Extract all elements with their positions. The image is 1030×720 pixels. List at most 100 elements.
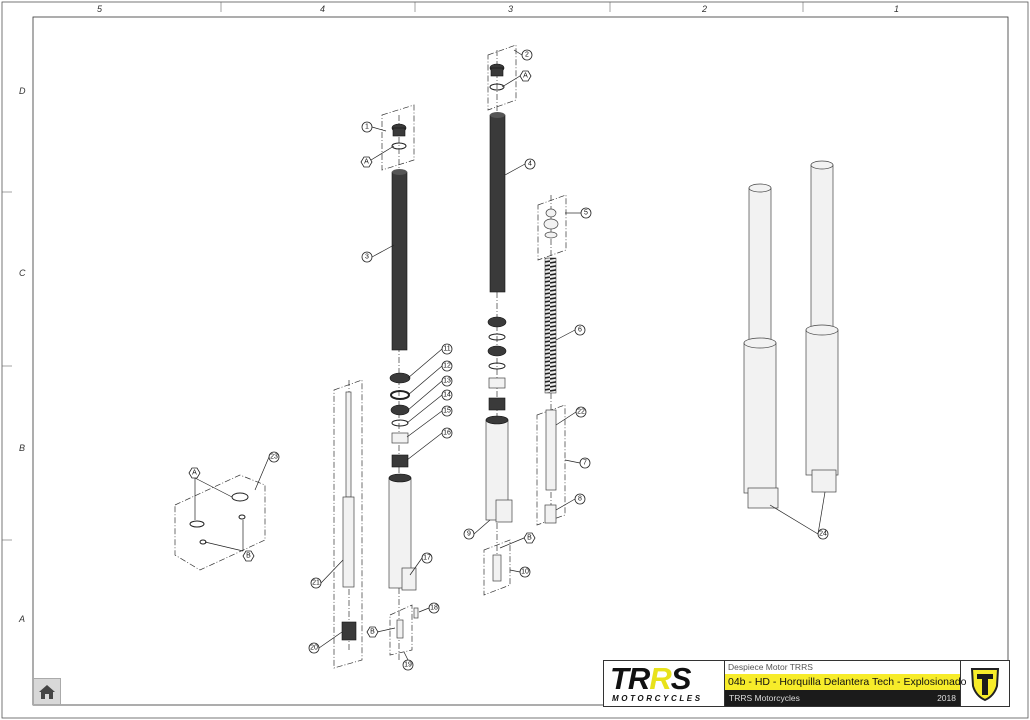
callout-3: 3: [361, 251, 373, 263]
trrs-logo: TRRS MOTORCYCLES: [604, 661, 725, 706]
svg-text:15: 15: [443, 408, 451, 415]
drawing-title: 04b - HD - Horquilla Delantera Tech - Ex…: [725, 674, 967, 690]
fork-tube-right: [489, 112, 506, 293]
svg-text:10: 10: [521, 569, 529, 576]
svg-text:8: 8: [578, 496, 582, 503]
svg-text:21: 21: [312, 580, 320, 587]
svg-text:B: B: [246, 553, 251, 560]
callout-23: 23: [268, 451, 280, 463]
inner-frame: [32, 16, 1009, 706]
svg-text:11: 11: [443, 346, 450, 353]
assembled-forks: [743, 160, 839, 509]
svg-text:19: 19: [404, 662, 412, 669]
callout-11: 11: [441, 343, 453, 355]
callout-4: 4: [524, 158, 536, 170]
row-label: A: [18, 614, 25, 624]
callout-18: 18: [428, 602, 440, 614]
svg-text:B: B: [527, 535, 532, 542]
column-label: 3: [508, 4, 513, 14]
callout-10: 10: [519, 566, 531, 578]
callout-5: 5: [580, 207, 592, 219]
row-label: C: [19, 268, 26, 278]
svg-text:24: 24: [819, 531, 827, 538]
callout-15: 15: [441, 405, 453, 417]
svg-text:1: 1: [365, 124, 369, 131]
callout-24: 24: [817, 528, 829, 540]
orings-23: [189, 492, 249, 545]
fork-cap-left: [391, 123, 407, 150]
svg-text:2: 2: [525, 52, 529, 59]
svg-text:B: B: [370, 629, 375, 636]
drawing-subtitle: Despiece Motor TRRS: [728, 662, 813, 672]
shield-logo-icon: [970, 667, 1000, 701]
callout-16: 16: [441, 427, 453, 439]
svg-text:12: 12: [443, 363, 451, 370]
callout-20: 20: [308, 642, 320, 654]
svg-text:A: A: [523, 73, 528, 80]
svg-text:14: 14: [443, 392, 451, 399]
callout-21: 21: [310, 577, 322, 589]
damper-7: [544, 409, 557, 524]
callout-13: 13: [441, 375, 453, 387]
fork-tube-left: [391, 169, 408, 351]
column-label: 5: [97, 4, 103, 14]
fork-cap-right: [489, 63, 505, 91]
svg-text:9: 9: [467, 531, 471, 538]
callout-1: 1: [361, 121, 373, 133]
callout-b: B: [242, 550, 255, 562]
valve-10: [492, 554, 502, 582]
callout-8: 8: [574, 493, 586, 505]
callout-7: 7: [579, 457, 591, 469]
home-icon: [39, 684, 55, 699]
callout-2: 2: [521, 49, 533, 61]
callout-9: 9: [463, 528, 475, 540]
svg-text:3: 3: [365, 254, 369, 261]
svg-text:18: 18: [430, 605, 438, 612]
home-button[interactable]: [33, 678, 61, 705]
title-block: TRRS MOTORCYCLES Despiece Motor TRRS 04b…: [603, 660, 1010, 707]
svg-text:4: 4: [528, 161, 532, 168]
column-label: 4: [320, 4, 325, 14]
callout-22: 22: [575, 406, 587, 418]
callout-19: 19: [402, 659, 414, 671]
svg-text:20: 20: [310, 645, 318, 652]
row-label: B: [19, 443, 25, 453]
column-label: 2: [701, 4, 707, 14]
callout-b: B: [366, 626, 379, 638]
svg-text:13: 13: [443, 378, 451, 385]
svg-text:22: 22: [577, 409, 585, 416]
column-label: 1: [894, 4, 899, 14]
company-name: TRRS Motorcycles: [729, 693, 800, 703]
svg-text:7: 7: [583, 460, 587, 467]
svg-text:16: 16: [443, 430, 451, 437]
svg-text:A: A: [192, 470, 197, 477]
drawing-year: 2018: [937, 693, 956, 703]
spring-6: [544, 257, 557, 394]
svg-text:23: 23: [270, 454, 278, 461]
callout-12: 12: [441, 360, 453, 372]
bushings-left: [389, 372, 411, 468]
outer-leg-left: [388, 473, 417, 591]
row-label: D: [19, 86, 26, 96]
trrs-emblem: [960, 661, 1009, 706]
parts-19: [396, 607, 419, 639]
callout-a: A: [519, 70, 532, 82]
callout-a: A: [360, 156, 373, 168]
callout-a: A: [188, 467, 201, 479]
leader-lines: [194, 49, 826, 661]
svg-text:A: A: [364, 159, 369, 166]
group-boxes: [174, 44, 567, 669]
bushings-right: [487, 316, 507, 411]
cartridge-rod: [341, 391, 357, 641]
ruler-ticks: [2, 2, 804, 541]
svg-text:5: 5: [584, 210, 588, 217]
outer-leg-right: [485, 415, 513, 523]
parts-5: [543, 208, 559, 239]
svg-text:17: 17: [423, 555, 431, 562]
callout-6: 6: [574, 324, 586, 336]
callout-14: 14: [441, 389, 453, 401]
callout-17: 17: [421, 552, 433, 564]
